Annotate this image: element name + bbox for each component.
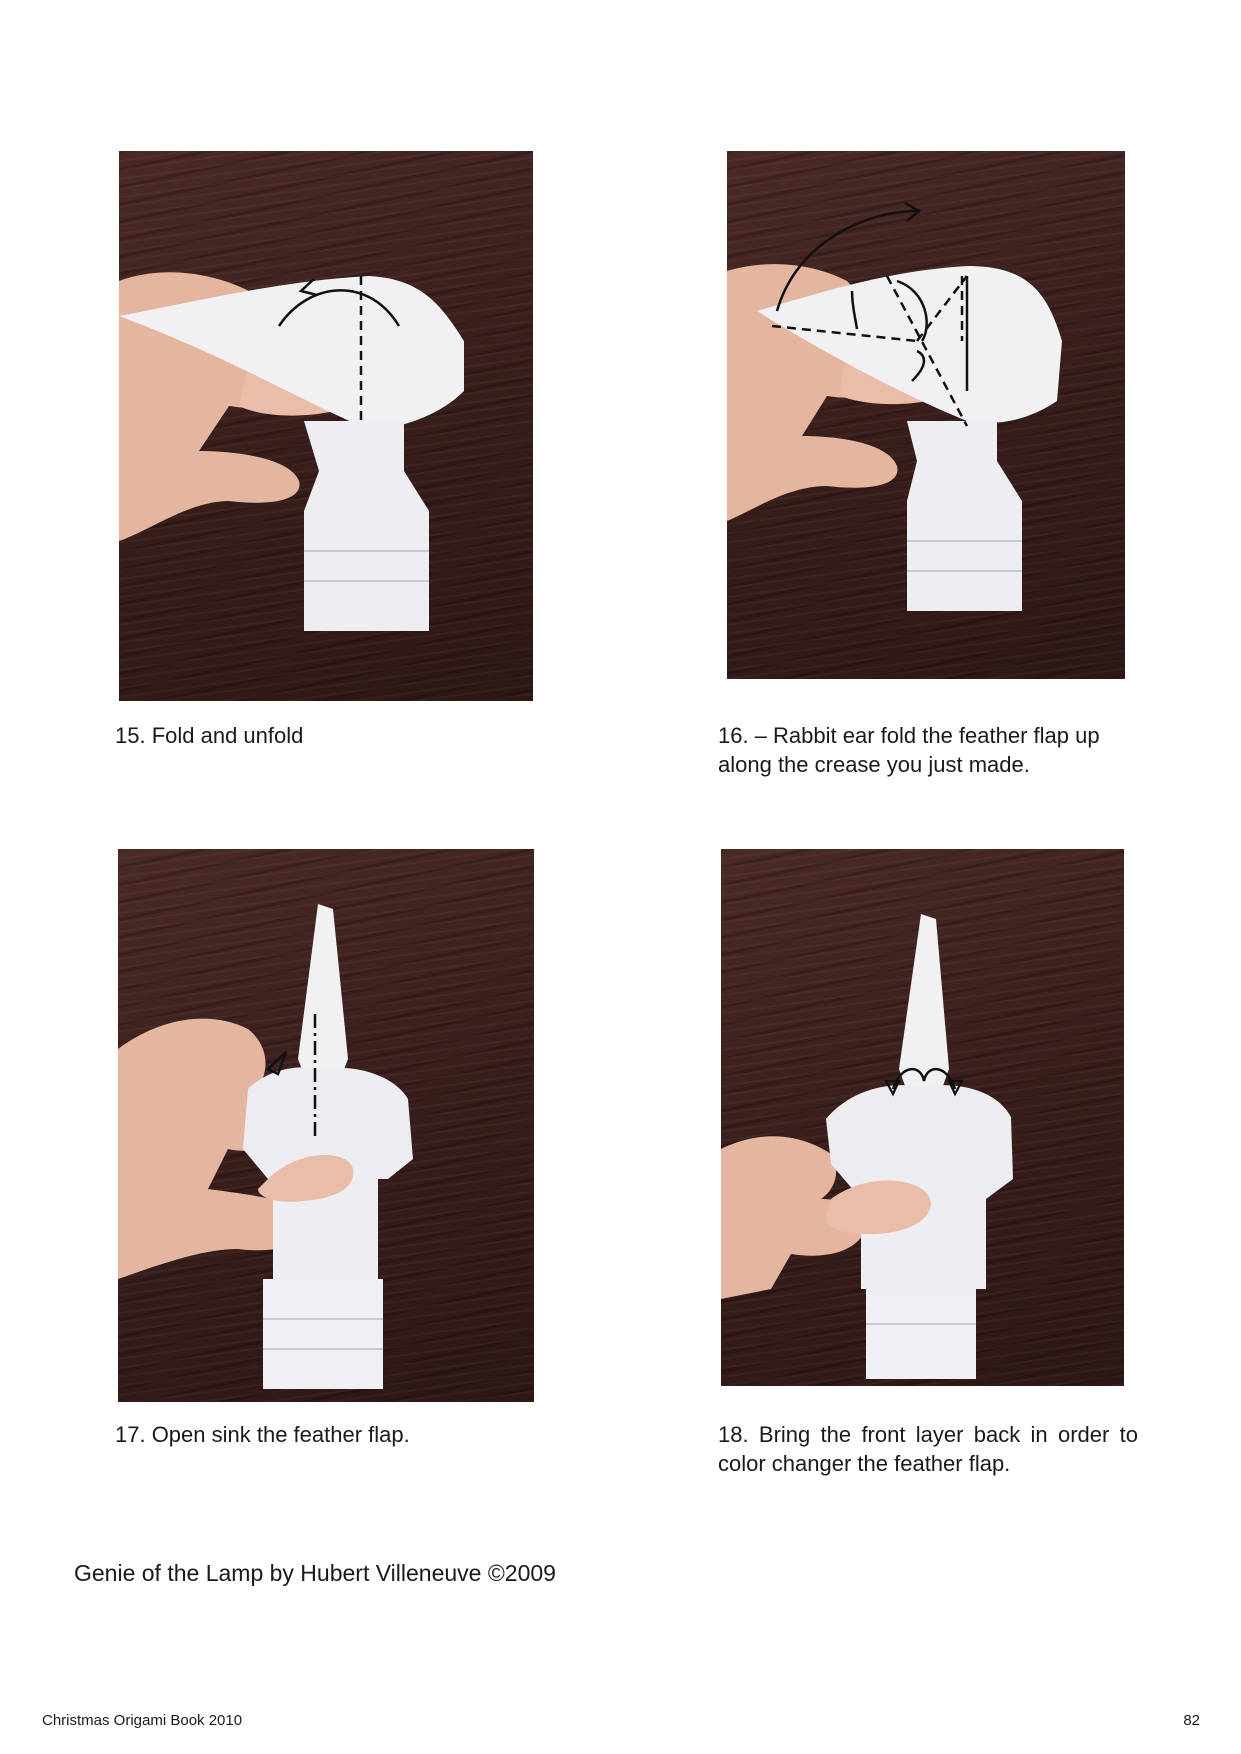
valley-fold-line (885, 275, 969, 427)
step-18-photo (721, 849, 1124, 1386)
fold-arrow (277, 289, 401, 327)
step-16-caption: 16. – Rabbit ear fold the feather flap u… (718, 723, 1100, 777)
model-credit: Genie of the Lamp by Hubert Villeneuve ©… (74, 1560, 556, 1586)
arrowhead (298, 278, 318, 297)
paper-shoulders (826, 1085, 1013, 1199)
footer-book-title: Christmas Origami Book 2010 (42, 1712, 243, 1729)
arrowhead (904, 201, 922, 222)
step-15-caption: 15. Fold and unfold (115, 723, 304, 748)
thumb-shape (826, 1180, 931, 1235)
valley-fold-line (916, 275, 968, 342)
paper-body (907, 421, 1022, 611)
paper-flap (119, 276, 464, 431)
step-15-photo (119, 151, 533, 701)
arrowhead (947, 1079, 964, 1097)
paper-base (263, 1279, 383, 1389)
step-18-illustration (721, 914, 1013, 1379)
paper-body (304, 421, 429, 631)
fold-arrow (850, 290, 859, 330)
fold-arrow (896, 279, 928, 342)
step-15-illustration (119, 272, 464, 631)
step-18-caption: 18. Bring the front layer back in order … (718, 1422, 1138, 1476)
page-number: 82 (1183, 1712, 1200, 1729)
paper-feather (899, 914, 949, 1139)
valley-fold-line (771, 324, 918, 343)
paper-shoulders (243, 1067, 413, 1179)
step-17-photo (118, 849, 534, 1402)
fold-arrow (891, 1068, 957, 1090)
paper-base (866, 1289, 976, 1379)
thumb-shape (258, 1155, 354, 1202)
sink-arrow (265, 1051, 288, 1076)
hand-shape (118, 1018, 314, 1279)
step-16-photo (727, 151, 1125, 679)
step-16-illustration (727, 201, 1062, 611)
arrowhead (884, 1079, 901, 1097)
fold-arrow (911, 349, 926, 382)
fold-arrow (775, 209, 918, 312)
hand-shape (721, 1136, 867, 1299)
paper-flap (757, 266, 1062, 423)
step-17-illustration (118, 904, 413, 1389)
step-17-caption: 17. Open sink the feather flap. (115, 1422, 410, 1447)
